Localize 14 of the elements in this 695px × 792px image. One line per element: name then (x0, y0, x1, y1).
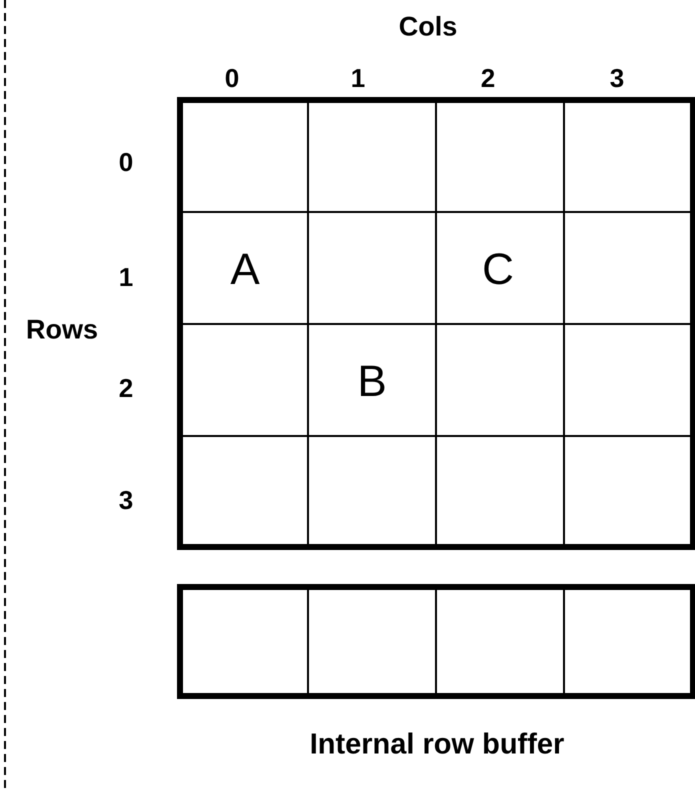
row-index: 2 (118, 375, 134, 401)
cell-value: A (230, 248, 260, 292)
cell-value: B (357, 360, 387, 404)
row-index: 1 (118, 264, 134, 290)
column-index: 2 (480, 65, 496, 91)
column-index: 1 (350, 65, 366, 91)
column-index: 0 (224, 65, 240, 91)
row-index: 0 (118, 149, 134, 175)
axis-title: Rows (26, 316, 98, 344)
row-index: 3 (118, 487, 134, 513)
cell-value: C (482, 248, 514, 292)
axis-title: Cols (398, 14, 458, 40)
column-index: 3 (610, 65, 624, 91)
caption-label: Internal row buffer (310, 730, 564, 760)
